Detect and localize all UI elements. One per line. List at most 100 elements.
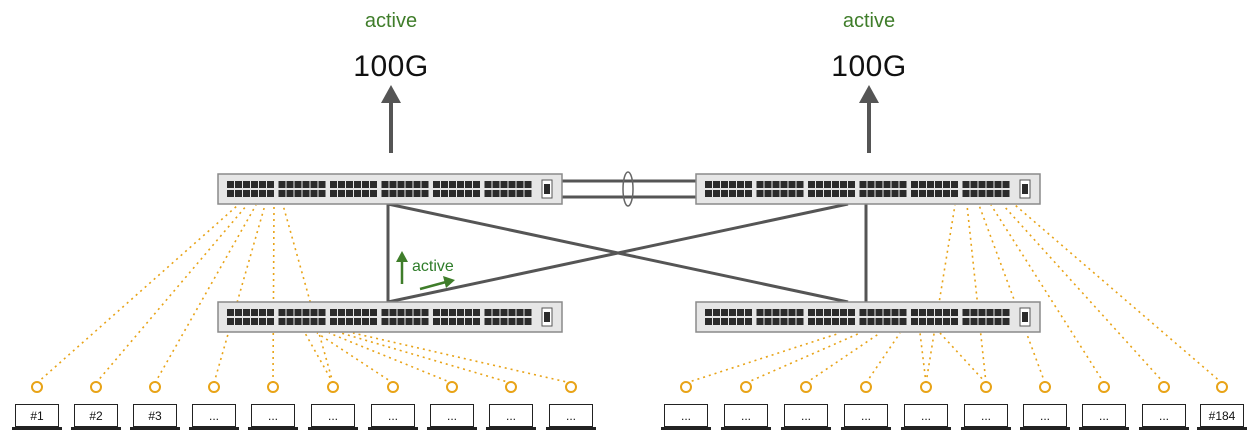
switch-port: [389, 309, 397, 316]
switch-port: [788, 318, 796, 325]
switch-port: [227, 190, 234, 197]
switch-port: [362, 309, 369, 316]
switch-bottom-right: [695, 301, 1041, 333]
switch-port: [729, 318, 736, 325]
switch-port: [951, 309, 958, 316]
switch-port: [294, 181, 302, 188]
switch-port: [927, 309, 934, 316]
switch-port: [764, 190, 772, 197]
switch-port: [457, 190, 464, 197]
switch-port: [286, 190, 294, 197]
dotted-link: [328, 332, 453, 384]
switch-port: [772, 309, 780, 316]
server-base: [901, 427, 951, 430]
switch-port: [875, 309, 883, 316]
switch-port: [318, 181, 326, 188]
dotted-link: [272, 204, 275, 384]
switch-port: [354, 318, 361, 325]
server-port-icon: [31, 381, 43, 393]
switch-port: [389, 190, 397, 197]
switch-port: [362, 318, 369, 325]
switch-port: [875, 318, 883, 325]
switch-port: [227, 318, 234, 325]
active-arrow-up-head: [396, 251, 408, 262]
switch-port: [338, 190, 345, 197]
server-port-icon: [920, 381, 932, 393]
switch-port: [891, 181, 899, 188]
switch-port: [867, 309, 875, 316]
server-port-icon: [505, 381, 517, 393]
switch-port: [362, 190, 369, 197]
switch-port: [381, 181, 389, 188]
switch-port: [796, 181, 804, 188]
switch-port: [354, 190, 361, 197]
server-base: [12, 427, 62, 430]
dotted-link: [865, 332, 901, 384]
switch-port: [227, 181, 234, 188]
switch-port: [278, 309, 286, 316]
switch-port: [859, 318, 867, 325]
switch-port: [524, 190, 532, 197]
switch-port: [457, 318, 464, 325]
server-box: ...: [784, 404, 828, 427]
switch-port: [235, 309, 242, 316]
switch-port: [251, 318, 258, 325]
active-path-arrows: [396, 251, 455, 291]
dotted-link: [1014, 204, 1223, 384]
switch-port: [943, 181, 950, 188]
switch-port: [808, 181, 815, 188]
switch-port: [899, 190, 907, 197]
server-port-icon: [208, 381, 220, 393]
server-base: [781, 427, 831, 430]
switch-port: [780, 190, 788, 197]
switch-port: [796, 309, 804, 316]
switch-port: [243, 309, 250, 316]
server-base: [1197, 427, 1247, 430]
switch-port: [729, 190, 736, 197]
switch-port: [449, 190, 456, 197]
dotted-link: [745, 332, 861, 384]
switch-port: [294, 318, 302, 325]
switch-port: [816, 181, 823, 188]
switch-port: [516, 318, 524, 325]
switch-uplink-port-inner: [1022, 184, 1028, 194]
switch-port: [832, 309, 839, 316]
switch-port: [243, 190, 250, 197]
switch-port: [338, 181, 345, 188]
switch-port: [516, 190, 524, 197]
switch-port: [413, 181, 421, 188]
switch-port: [978, 309, 986, 316]
switch-port: [267, 309, 274, 316]
server-box: ...: [251, 404, 295, 427]
uplink-arrow-left: [381, 85, 401, 153]
switch-port: [978, 181, 986, 188]
switch-port: [310, 181, 318, 188]
switch-port: [745, 190, 752, 197]
switch-port: [859, 181, 867, 188]
switch-port: [951, 181, 958, 188]
switch-port: [808, 318, 815, 325]
switch-port: [745, 181, 752, 188]
switch-port: [516, 181, 524, 188]
switch-port: [235, 318, 242, 325]
switch-port: [994, 318, 1002, 325]
switch-port: [764, 318, 772, 325]
switch-port: [721, 318, 728, 325]
switch-port: [405, 309, 413, 316]
switch-port: [796, 318, 804, 325]
switch-port: [899, 309, 907, 316]
switch-port: [508, 318, 516, 325]
switch-port: [840, 181, 847, 188]
server-box: ...: [489, 404, 533, 427]
server-box: ...: [724, 404, 768, 427]
dotted-link: [978, 204, 1046, 384]
server-base: [721, 427, 771, 430]
switch-top-left: [217, 173, 563, 205]
switch-port: [302, 309, 310, 316]
dotted-link: [990, 204, 1105, 384]
uplink-right-speed: 100G: [831, 50, 907, 83]
server-port-icon: [387, 381, 399, 393]
server-box: ...: [1023, 404, 1067, 427]
switch-port: [883, 318, 891, 325]
switch-port: [867, 318, 875, 325]
